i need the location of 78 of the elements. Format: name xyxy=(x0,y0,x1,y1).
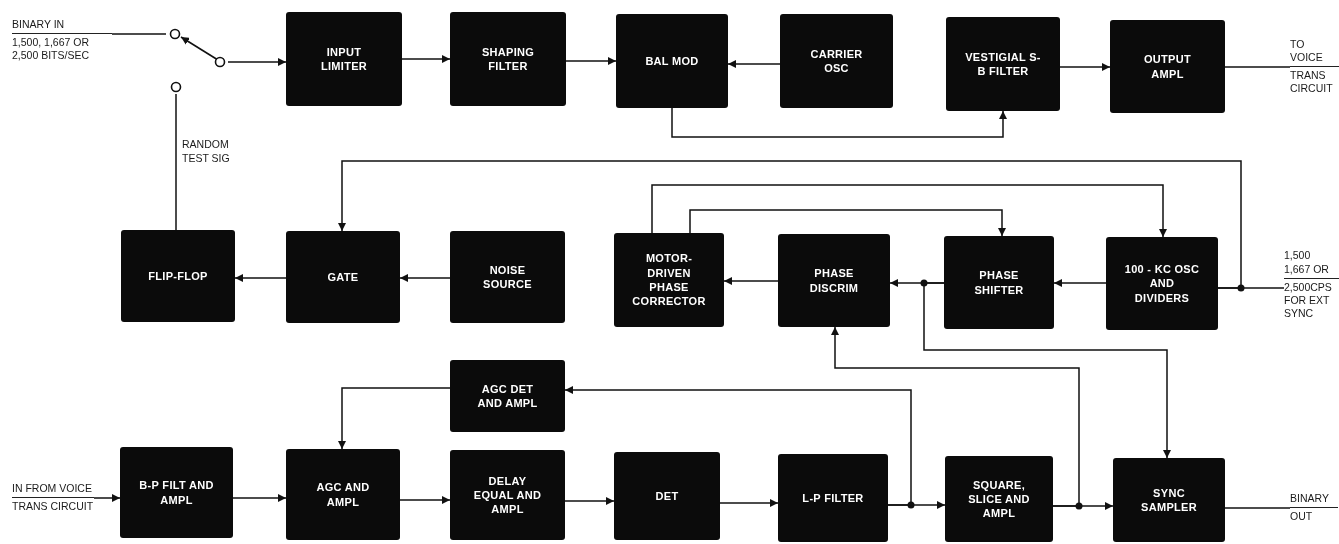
box-label: L-P FILTER xyxy=(802,490,864,506)
box-label: BAL MOD xyxy=(645,53,699,69)
process-box xyxy=(286,449,400,540)
box-label: SYNC SAMPLER xyxy=(1140,485,1198,515)
process-box xyxy=(450,360,565,432)
arrow xyxy=(671,107,1007,138)
process-box xyxy=(614,452,720,540)
arrow xyxy=(923,282,1171,459)
process-box xyxy=(450,12,566,106)
terminal-label: OUT xyxy=(1290,509,1314,524)
connector-line xyxy=(175,93,177,231)
arrow xyxy=(93,494,121,502)
terminal-label: IN FROM VOICE xyxy=(12,455,94,498)
process-box xyxy=(616,14,728,108)
process-box xyxy=(944,236,1054,329)
terminal-label: 1,500, 1,667 OR 2,500 BITS/SEC xyxy=(12,35,91,63)
arrow xyxy=(719,499,779,507)
arrow xyxy=(399,274,451,282)
arrow xyxy=(723,277,779,285)
box-label: MOTOR-DRIVEN PHASE CORRECTOR xyxy=(631,251,707,309)
arrow xyxy=(338,387,451,450)
process-box xyxy=(1110,20,1225,113)
terminal-label: TO VOICE xyxy=(1290,38,1339,67)
arrow xyxy=(564,386,912,506)
process-box xyxy=(778,234,890,327)
box-label: B-P FILT AND AMPL xyxy=(138,478,215,507)
process-box xyxy=(1113,458,1225,542)
process-box xyxy=(778,454,888,542)
box-label: AGC AND AMPL xyxy=(315,480,371,509)
arrow xyxy=(232,494,287,502)
process-box xyxy=(120,447,233,538)
arrow xyxy=(338,160,1242,289)
connector-line xyxy=(111,33,167,35)
arrow xyxy=(727,60,781,68)
box-label: 100 - KC OSC AND DIVIDERS xyxy=(1124,262,1200,305)
terminal-label: BINARY IN xyxy=(12,12,112,34)
box-label: OUTPUT AMPL xyxy=(1143,52,1192,81)
arrow xyxy=(689,209,1006,237)
arrow xyxy=(651,184,1167,238)
arrow xyxy=(831,326,1080,507)
terminal-label: 2,500CPS FOR EXT SYNC xyxy=(1284,279,1333,320)
box-label: CARRIER OSC xyxy=(809,46,864,76)
connector-line xyxy=(1224,66,1291,68)
process-box xyxy=(450,450,565,540)
connector-line xyxy=(1224,507,1291,509)
box-label: GATE xyxy=(327,269,359,285)
arrow xyxy=(234,274,287,282)
arrow xyxy=(564,497,615,505)
process-box xyxy=(614,233,724,327)
process-box xyxy=(286,12,402,106)
process-box xyxy=(286,231,400,323)
process-box xyxy=(1106,237,1218,330)
process-box xyxy=(945,456,1053,542)
terminal-label: TRANS CIRCUIT xyxy=(1290,68,1334,96)
terminal-label: BINARY xyxy=(1290,488,1338,508)
arrow xyxy=(401,55,451,63)
box-label: SHAPING FILTER xyxy=(480,44,536,74)
box-label: DELAY EQUAL AND AMPL xyxy=(472,473,543,517)
box-label: PHASE SHIFTER xyxy=(973,268,1025,297)
box-label: VESTIGIAL S-B FILTER xyxy=(965,49,1041,79)
arrow xyxy=(399,496,451,504)
box-label: DET xyxy=(655,488,679,504)
box-label: PHASE DISCRIM xyxy=(808,266,860,295)
arrow xyxy=(1059,63,1111,71)
arrow xyxy=(227,58,287,66)
box-label: SQUARE, SLICE AND AMPL xyxy=(967,477,1031,521)
box-label: NOISE SOURCE xyxy=(482,262,533,292)
process-box xyxy=(121,230,235,322)
box-label: INPUT LIMITER xyxy=(319,44,369,74)
arrow xyxy=(1053,279,1107,287)
box-label: FLIP-FLOP xyxy=(148,268,208,284)
terminal-label: TRANS CIRCUIT xyxy=(12,499,94,514)
terminal-label: 1,500 1,667 OR xyxy=(1284,248,1339,279)
arrow xyxy=(565,57,617,65)
process-box xyxy=(780,14,893,108)
box-label: AGC DET AND AMPL xyxy=(476,381,539,411)
process-box xyxy=(946,17,1060,111)
process-box xyxy=(450,231,565,323)
